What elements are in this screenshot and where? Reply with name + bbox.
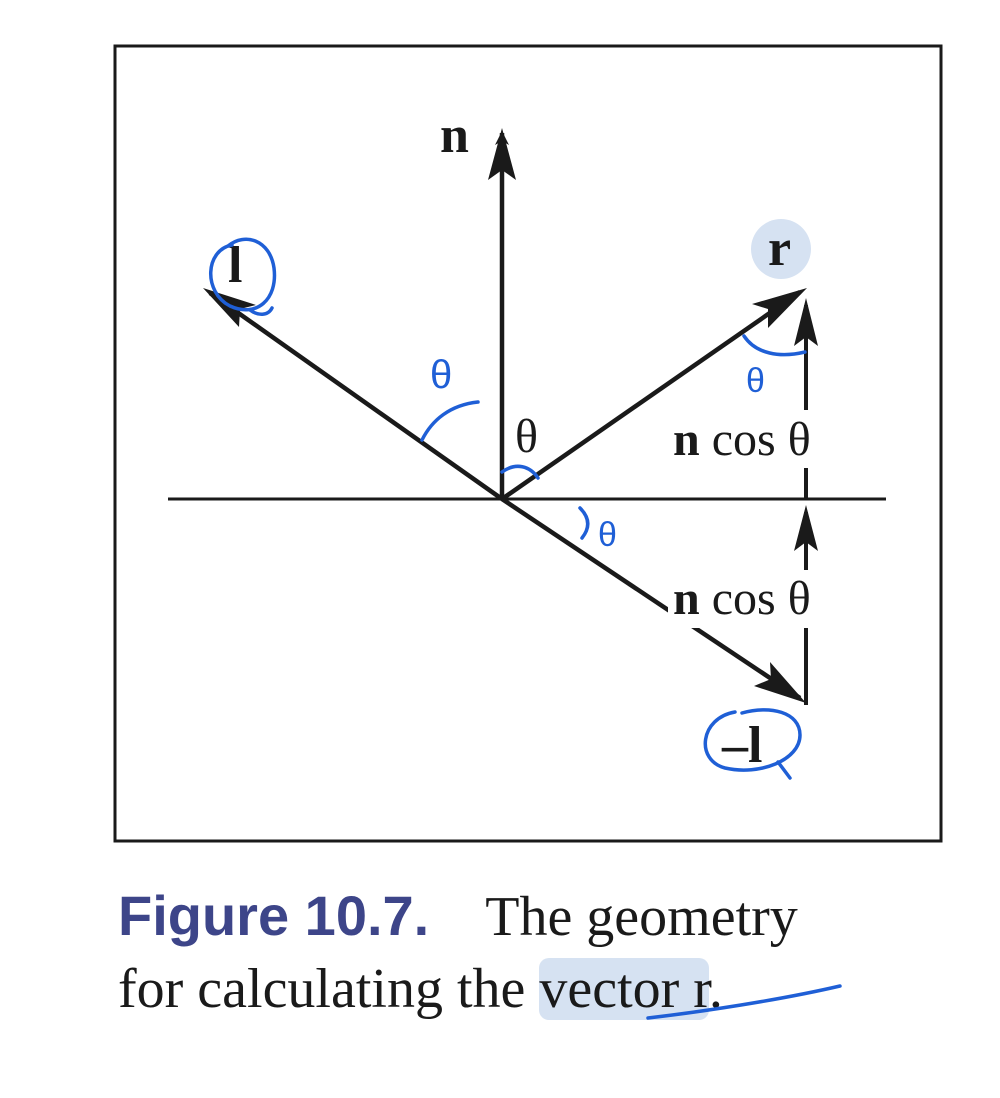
figure-label: Figure 10.7. <box>118 884 430 947</box>
circle-around-l-tail <box>248 306 274 316</box>
circle-around-neg-l <box>703 708 802 772</box>
annotation-theta-3: θ <box>598 516 617 554</box>
angle-arc-l-n <box>420 400 480 442</box>
highlighted-vector-r: vector r <box>539 958 709 1020</box>
label-n-cos-upper: n cos θ <box>673 413 811 466</box>
figure-frame <box>113 44 943 843</box>
caption-period: . <box>708 958 723 1020</box>
n-cos-upper-bg <box>668 410 848 468</box>
figure-caption: Figure 10.7. The geometry for calculating… <box>118 880 948 1025</box>
circle-around-l <box>209 237 277 312</box>
label-theta: θ <box>515 410 538 463</box>
angle-arc-r <box>742 334 807 357</box>
label-r: r <box>768 220 791 277</box>
caption-line2: for calculating the <box>118 958 540 1020</box>
annotation-theta-2: θ <box>746 362 765 400</box>
label-n-cos-lower: n cos θ <box>673 572 811 625</box>
lower-ncos-arrowhead <box>794 505 818 551</box>
reflection-vector-r <box>500 290 802 501</box>
normal-arrowhead <box>488 128 516 180</box>
annotation-theta-1: θ <box>430 353 452 397</box>
negative-light-vector <box>500 497 802 700</box>
label-n: n <box>440 107 469 164</box>
circle-around-neg-l-tail <box>776 760 792 780</box>
label-neg-l: –l <box>721 717 762 774</box>
upper-ncos-arrowhead <box>794 298 818 346</box>
negative-light-arrowhead <box>754 662 806 703</box>
caption-line1: The geometry <box>485 886 798 948</box>
reflection-arrowhead <box>752 288 807 328</box>
light-vector-l <box>208 291 504 501</box>
angle-arc-center <box>500 464 540 480</box>
label-l: l <box>228 237 242 294</box>
r-highlight <box>751 219 811 279</box>
n-cos-lower-bg <box>668 570 848 628</box>
angle-arc-lower <box>578 506 590 540</box>
